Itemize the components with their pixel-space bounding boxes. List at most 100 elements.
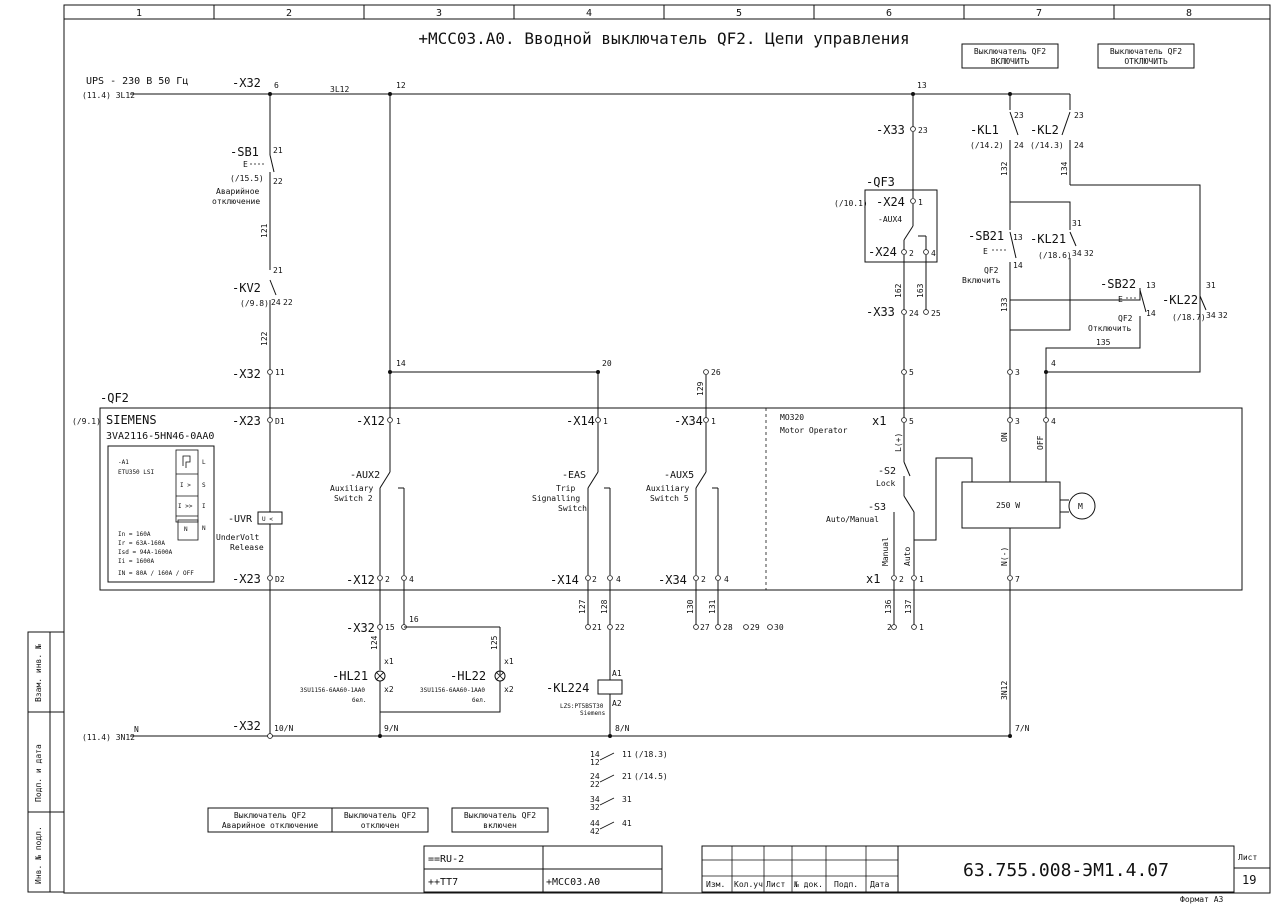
svg-text:Auto: Auto [903,547,912,566]
svg-text:бел.: бел. [352,697,366,704]
svg-text:-X33: -X33 [876,123,905,137]
svg-text:A2: A2 [612,699,622,708]
svg-text:34: 34 [1072,249,1082,258]
svg-text:Выключатель QF2: Выключатель QF2 [1110,47,1182,56]
svg-text:5: 5 [909,368,914,377]
svg-text:2: 2 [909,249,914,258]
svg-text:-X14: -X14 [550,573,579,587]
qf2-breaker: -QF2 (/9.1) SIEMENS 3VA2116-5HN46-0AA0 -… [72,391,1243,739]
svg-text:-X34: -X34 [658,573,687,587]
svg-text:(/10.1): (/10.1) [834,199,868,208]
svg-text:32: 32 [1218,311,1228,320]
svg-text:I >: I > [180,482,191,489]
svg-text:1: 1 [603,417,608,426]
svg-text:x1: x1 [384,657,394,666]
column-number: 1 [136,8,142,19]
svg-text:32: 32 [1084,249,1094,258]
svg-text:MO320: MO320 [780,413,804,422]
svg-text:Включить: Включить [962,276,1001,285]
svg-text:1: 1 [919,623,924,632]
svg-text:4: 4 [616,575,621,584]
svg-text:21: 21 [622,772,632,781]
svg-text:31: 31 [1206,281,1216,290]
svg-text:(/14.2): (/14.2) [970,141,1004,150]
svg-text:-KV2: -KV2 [232,281,261,295]
svg-text:1: 1 [919,575,924,584]
svg-text:131: 131 [708,599,717,614]
svg-text:N: N [202,525,206,532]
svg-text:8/N: 8/N [615,724,630,733]
svg-text:1: 1 [396,417,401,426]
svg-text:-X12: -X12 [356,414,385,428]
svg-text:D1: D1 [275,417,285,426]
svg-text:отключение: отключение [212,197,260,206]
svg-text:27: 27 [700,623,710,632]
column-number: 4 [586,8,592,19]
svg-text:№ док.: № док. [793,880,823,889]
svg-text:Lock: Lock [876,479,895,488]
svg-text:x1: x1 [504,657,514,666]
qf3-circuit: 13 -X33 23 -QF3 (/10.1) -X24 1 -AUX4 -X2… [834,81,941,418]
svg-text:124: 124 [370,635,379,650]
svg-text:127: 127 [578,599,587,614]
neutral-ref: (11.4) 3N12 [82,733,135,742]
svg-text:Выключатель QF2: Выключатель QF2 [974,47,1046,56]
svg-text:D2: D2 [275,575,285,584]
drawing-frame [63,4,1271,894]
svg-text:(/9.8): (/9.8) [240,299,269,308]
svg-text:2: 2 [899,575,904,584]
svg-text:Изм.: Изм. [706,880,725,889]
svg-text:-AUX2: -AUX2 [350,470,380,481]
svg-text:-HL21: -HL21 [332,669,368,683]
svg-text:30: 30 [774,623,784,632]
svg-text:E: E [243,160,248,169]
svg-text:SIEMENS: SIEMENS [106,413,157,427]
svg-text:-X34: -X34 [674,414,703,428]
svg-text:133: 133 [1000,297,1009,312]
svg-text:-X23: -X23 [232,572,261,586]
svg-text:x1: x1 [866,572,880,586]
svg-text:Switch 2: Switch 2 [334,494,373,503]
column-number: 8 [1186,8,1192,19]
svg-text:Кол.уч: Кол.уч [734,880,763,889]
motor-icon [1068,492,1096,520]
svg-text:2: 2 [887,623,892,632]
svg-text:-S2: -S2 [878,466,896,477]
column-number: 7 [1036,8,1042,19]
svg-text:-QF3: -QF3 [866,175,895,189]
svg-text:Auto/Manual: Auto/Manual [826,515,879,524]
svg-text:++TT7: ++TT7 [428,877,458,888]
supply-ref: (11.4) 3L12 [82,91,135,100]
svg-text:2: 2 [701,575,706,584]
svg-text:Формат А3: Формат А3 [1180,895,1224,904]
svg-text:Выключатель QF2: Выключатель QF2 [234,811,306,820]
title-block: ==RU-2 ++TT7 +MCC03.A0 Изм. Кол.уч Лист … [423,845,1270,904]
svg-text:4: 4 [1051,359,1056,368]
svg-text:x2: x2 [384,685,394,694]
column-ruler: 1 2 3 4 5 6 7 8 [136,5,1192,19]
svg-text:6: 6 [274,81,279,90]
svg-text:3L12: 3L12 [330,85,349,94]
svg-text:4: 4 [931,249,936,258]
svg-text:-X33: -X33 [866,305,895,319]
svg-text:3N12: 3N12 [1000,681,1009,700]
svg-text:+MCC03.A0: +MCC03.A0 [546,877,600,888]
svg-text:162: 162 [894,283,903,298]
relay-coil-kl224-icon [597,679,623,695]
svg-text:13: 13 [917,81,927,90]
emergency-circuit: -X32 6 -SB1 21 E (/15.5) 22 Аварийное от… [212,76,293,418]
svg-text:-AUX4: -AUX4 [878,215,902,224]
svg-text:IN = 80A / 160A / OFF: IN = 80A / 160A / OFF [118,570,194,577]
svg-text:ОТКЛЮЧИТЬ: ОТКЛЮЧИТЬ [1124,57,1168,66]
svg-text:QF2: QF2 [1118,314,1133,323]
kl224-contacts: 14 12 11 (/18.3) 24 22 21 (/14.5) 34 32 … [590,750,668,836]
bottom-legend: Выключатель QF2 Аварийное отключение Вык… [207,807,549,833]
svg-text:25: 25 [931,309,941,318]
svg-text:3: 3 [1015,368,1020,377]
side-label: Подп. и дата [34,744,43,802]
svg-text:135: 135 [1096,338,1111,347]
svg-text:5: 5 [909,417,914,426]
svg-text:-EAS: -EAS [562,470,586,481]
svg-text:Лист: Лист [1238,853,1257,862]
